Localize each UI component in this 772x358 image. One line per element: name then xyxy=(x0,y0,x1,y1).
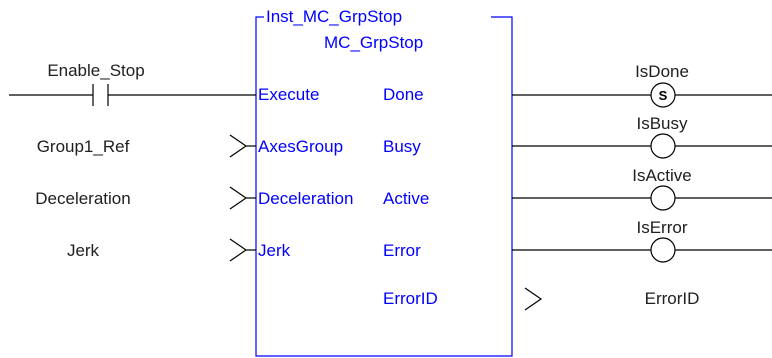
block-type-name: MC_GrpStop xyxy=(324,33,423,52)
coil-isactive[interactable]: IsActive xyxy=(512,166,772,211)
pin-done: Done xyxy=(383,85,424,104)
coil-variable-isactive: IsActive xyxy=(632,166,692,185)
set-coil-letter: S xyxy=(659,88,668,103)
block-frame xyxy=(255,16,513,357)
coil-isbusy[interactable]: IsBusy xyxy=(512,114,772,159)
coil-isdone[interactable]: IsDone S xyxy=(512,62,772,108)
input-variable-group1-ref: Group1_Ref xyxy=(37,137,130,156)
block-instance-name: Inst_MC_GrpStop xyxy=(266,7,402,26)
contact-variable-label: Enable_Stop xyxy=(47,61,144,80)
coil-symbol xyxy=(650,185,676,211)
input-variable-jerk: Jerk xyxy=(67,241,100,260)
pin-busy: Busy xyxy=(383,137,421,156)
coil-symbol xyxy=(650,237,676,263)
pin-errorid: ErrorID xyxy=(383,289,438,308)
pin-execute: Execute xyxy=(258,85,319,104)
contact-enable-stop[interactable]: Enable_Stop xyxy=(9,61,256,106)
output-arrow xyxy=(524,287,543,311)
coil-symbol xyxy=(650,133,676,159)
output-errorid[interactable]: ErrorID xyxy=(524,287,700,311)
pin-deceleration: Deceleration xyxy=(258,189,353,208)
input-deceleration[interactable]: Deceleration xyxy=(35,186,256,210)
pin-jerk: Jerk xyxy=(258,241,291,260)
input-arrow xyxy=(229,186,248,210)
input-arrow xyxy=(229,134,248,158)
output-variable-errorid: ErrorID xyxy=(645,289,700,308)
pin-axesgroup: AxesGroup xyxy=(258,137,343,156)
function-block[interactable]: Inst_MC_GrpStop MC_GrpStop Execute AxesG… xyxy=(255,7,513,357)
coil-iserror[interactable]: IsError xyxy=(512,218,772,263)
coil-variable-isdone: IsDone xyxy=(635,62,689,81)
coil-variable-iserror: IsError xyxy=(637,218,688,237)
input-variable-deceleration: Deceleration xyxy=(35,189,130,208)
coil-variable-isbusy: IsBusy xyxy=(636,114,688,133)
input-arrow xyxy=(229,238,248,262)
pin-error: Error xyxy=(383,241,421,260)
input-group1-ref[interactable]: Group1_Ref xyxy=(37,134,256,158)
input-jerk[interactable]: Jerk xyxy=(67,238,256,262)
pin-active: Active xyxy=(383,189,429,208)
